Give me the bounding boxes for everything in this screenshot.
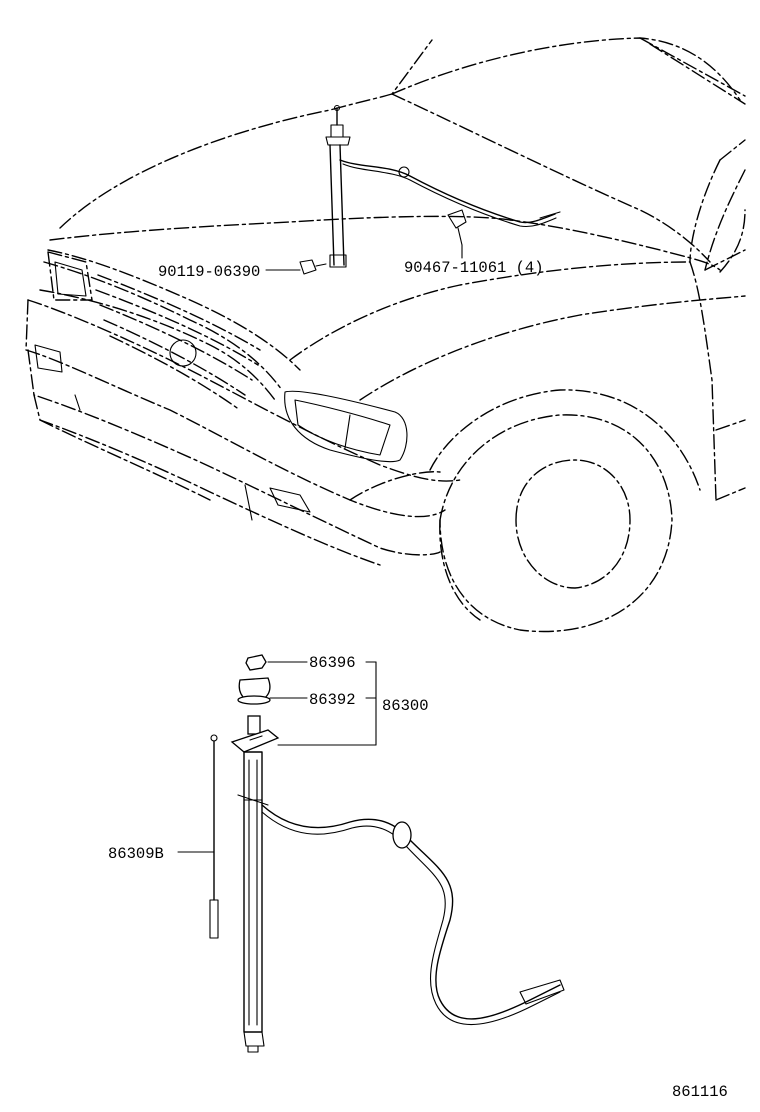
label-assembly: 86300 bbox=[382, 697, 429, 715]
label-clamp: 90467-11061 (4) bbox=[404, 259, 544, 277]
exploded-antenna-parts bbox=[209, 654, 565, 1053]
label-bolt: 90119-06390 bbox=[158, 263, 260, 281]
leader-lines-parts bbox=[177, 661, 377, 853]
installed-antenna bbox=[299, 104, 561, 275]
label-rod: 86309B bbox=[108, 845, 164, 863]
label-pad: 86392 bbox=[309, 691, 356, 709]
label-nut: 86396 bbox=[309, 654, 356, 672]
diagram-code: 861116 bbox=[672, 1083, 728, 1101]
vehicle-outline bbox=[25, 37, 746, 633]
